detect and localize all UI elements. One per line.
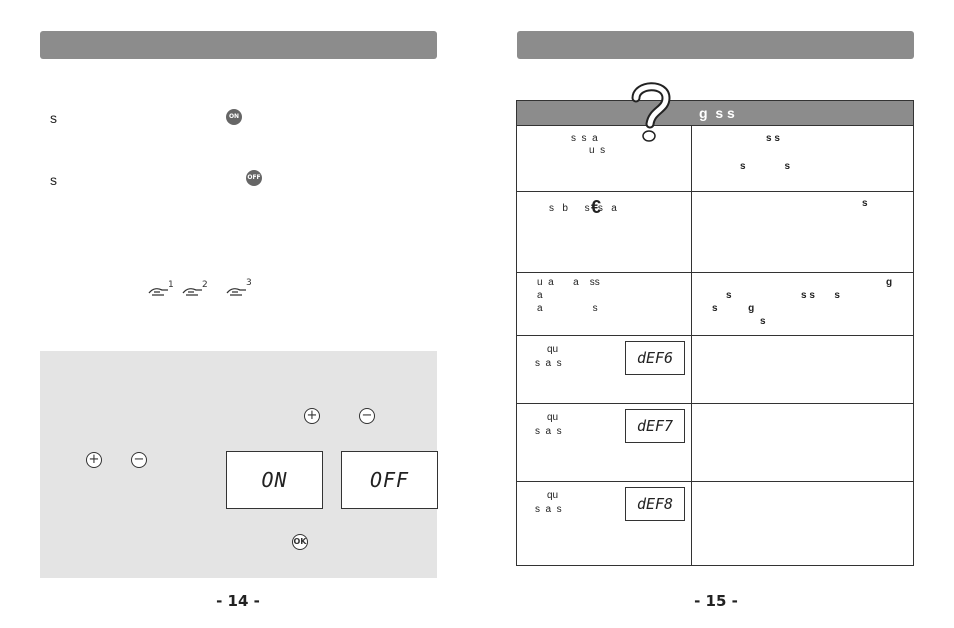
table-header-text: g s s <box>699 105 735 121</box>
ok-button[interactable]: OK <box>292 534 308 550</box>
row-5-cause-line-2: s a s <box>535 426 562 437</box>
off-line-prefix: s <box>50 172 57 188</box>
row-2-solution: s <box>692 192 913 272</box>
row-4-cause-line-1: qu <box>547 344 559 355</box>
row-6-solution <box>692 482 913 565</box>
row-1-solution: s s s s <box>692 126 913 191</box>
row-3-cause: u a a ss a a s <box>517 273 692 335</box>
right-header-bar <box>517 31 914 59</box>
row-3-cause-line-2: a <box>537 290 543 301</box>
row-1-cause-line-1: s s a <box>571 133 598 144</box>
lcd-off-display: OFF <box>341 451 438 509</box>
question-mark-icon <box>628 80 672 149</box>
troubleshooting-table: g s s s s a u s s s s s s b s s a € s u … <box>516 100 914 566</box>
minus-button-left[interactable]: − <box>131 452 147 468</box>
row-2-cause-line-1: s b s s a <box>549 203 617 214</box>
plus-button-left[interactable]: + <box>86 452 102 468</box>
row-5-cause-line-1: qu <box>547 412 559 423</box>
row-3-solution-line-2: s s s s <box>726 290 840 301</box>
lcd-on-display: ON <box>226 451 323 509</box>
row-5-solution <box>692 404 913 481</box>
on-line-prefix: s <box>50 110 57 126</box>
table-row: u a a ss a a s g s s s s s g s <box>517 273 913 336</box>
row-6-cause-line-2: s a s <box>535 504 562 515</box>
row-4-solution <box>692 336 913 403</box>
row-6-cause: qu s a s dEF8 <box>517 482 692 565</box>
lcd-def8: dEF8 <box>625 487 685 521</box>
left-header-bar <box>40 31 437 59</box>
lcd-def7: dEF7 <box>625 409 685 443</box>
page-number-left: - 14 - <box>216 592 260 610</box>
row-3-solution-line-1: g <box>886 277 893 288</box>
hand-mark-3: 3 <box>246 278 252 288</box>
table-row: qu s a s dEF8 <box>517 482 913 565</box>
hand-icon-3 <box>226 284 248 301</box>
row-3-solution: g s s s s s g s <box>692 273 913 335</box>
row-1-solution-line-2: s s <box>740 161 791 172</box>
row-3-solution-line-4: s <box>760 316 766 327</box>
row-3-cause-line-3: a s <box>537 303 598 314</box>
row-4-cause-line-2: s a s <box>535 358 562 369</box>
row-5-cause: qu s a s dEF7 <box>517 404 692 481</box>
table-row: s b s s a € s <box>517 192 913 273</box>
table-header: g s s <box>517 101 913 126</box>
minus-button-top[interactable]: − <box>359 408 375 424</box>
hand-icon-1 <box>148 284 170 301</box>
row-2-cause: s b s s a € <box>517 192 692 272</box>
row-4-cause: qu s a s dEF6 <box>517 336 692 403</box>
row-1-cause: s s a u s <box>517 126 692 191</box>
page-number-right: - 15 - <box>694 592 738 610</box>
hand-icon-2 <box>182 284 204 301</box>
table-row: qu s a s dEF7 <box>517 404 913 482</box>
euro-symbol: € <box>591 197 602 217</box>
hand-mark-2: 2 <box>202 280 208 290</box>
off-icon: OFF <box>246 170 262 186</box>
row-1-solution-line-1: s s <box>766 133 780 144</box>
row-6-cause-line-1: qu <box>547 490 559 501</box>
table-row: s s a u s s s s s <box>517 126 913 192</box>
on-icon: ON <box>226 109 242 125</box>
table-row: qu s a s dEF6 <box>517 336 913 404</box>
row-3-solution-line-3: s g <box>712 303 755 314</box>
row-2-solution-line-1: s <box>862 198 868 209</box>
hand-mark-1: 1 <box>168 280 174 290</box>
row-3-cause-line-1: u a a ss <box>537 277 600 288</box>
row-1-cause-line-2: u s <box>589 145 606 156</box>
lcd-def6: dEF6 <box>625 341 685 375</box>
plus-button-top[interactable]: + <box>304 408 320 424</box>
